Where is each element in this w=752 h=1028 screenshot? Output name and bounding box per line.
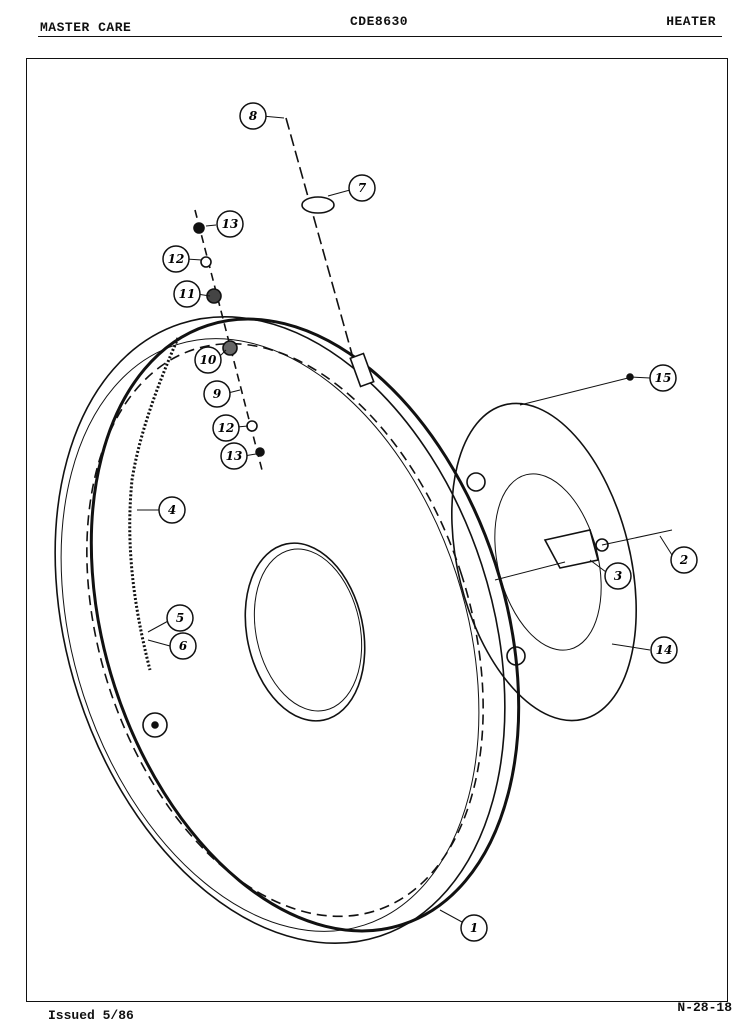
callout-6: 6 <box>169 632 197 660</box>
svg-text:4: 4 <box>168 503 176 517</box>
drum-center-opening <box>244 542 366 722</box>
callout-13-bottom: 13 <box>220 442 248 470</box>
svg-text:8: 8 <box>249 109 258 123</box>
callout-8: 8 <box>239 102 267 130</box>
callout-7: 7 <box>348 174 376 202</box>
svg-text:7: 7 <box>358 181 367 195</box>
svg-text:14: 14 <box>656 643 673 657</box>
callout-12-top: 12 <box>162 245 190 273</box>
thermostat-part <box>301 196 335 214</box>
drum-back-rim <box>89 317 521 933</box>
svg-text:5: 5 <box>176 611 184 625</box>
footer-issue-date: Issued 5/86 <box>48 1008 134 1023</box>
callout-15: 15 <box>649 364 677 392</box>
svg-text:15: 15 <box>655 371 672 385</box>
svg-text:1: 1 <box>470 921 478 935</box>
callout-1: 1 <box>460 914 488 942</box>
callouts: 1 2 3 4 5 6 7 8 9 10 11 12 12 13 13 14 1… <box>158 102 698 942</box>
callout-9: 9 <box>203 380 231 408</box>
callout-12-bottom: 12 <box>212 414 240 442</box>
back-plate <box>451 402 637 722</box>
svg-text:3: 3 <box>614 569 622 583</box>
svg-text:2: 2 <box>679 553 688 567</box>
header-model-number: CDE8630 <box>350 14 409 29</box>
callout-3: 3 <box>604 562 632 590</box>
svg-text:10: 10 <box>200 353 217 367</box>
header-divider <box>38 36 722 37</box>
callout-10: 10 <box>194 346 222 374</box>
svg-text:11: 11 <box>179 287 196 301</box>
diagram-frame <box>26 58 728 1002</box>
svg-text:13: 13 <box>222 217 239 231</box>
svg-text:6: 6 <box>179 639 188 653</box>
heater-coil <box>128 337 180 671</box>
drum-outer-rim <box>54 316 506 944</box>
svg-text:13: 13 <box>226 449 243 463</box>
callout-2: 2 <box>670 546 698 574</box>
header-section-title: HEATER <box>666 14 716 29</box>
svg-text:9: 9 <box>213 387 222 401</box>
svg-text:12: 12 <box>168 252 185 266</box>
footer-page-number: N-28-18 <box>677 1000 732 1015</box>
callout-4: 4 <box>158 496 186 524</box>
drum-inner-ring <box>86 342 484 918</box>
callout-13-top: 13 <box>216 210 244 238</box>
callout-14: 14 <box>650 636 678 664</box>
header-brand: MASTER CARE <box>40 20 132 35</box>
drum-front-ring <box>60 338 480 932</box>
callout-5: 5 <box>166 604 194 632</box>
callout-11: 11 <box>173 280 201 308</box>
svg-text:12: 12 <box>218 421 235 435</box>
bracket-part <box>543 529 599 569</box>
